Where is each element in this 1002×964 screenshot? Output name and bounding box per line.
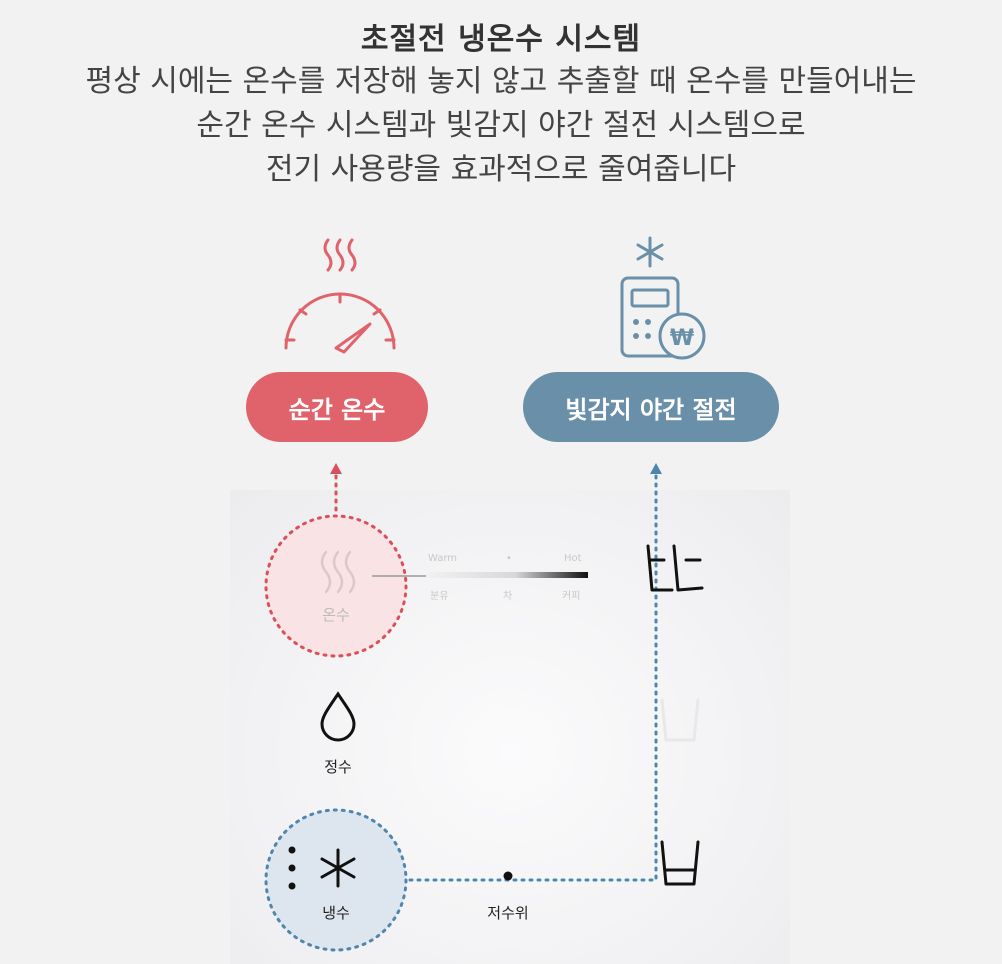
temp-formula-label: 분유 bbox=[430, 591, 449, 602]
electric-meter-icon bbox=[620, 276, 706, 360]
temp-mid-label: • bbox=[506, 553, 512, 564]
instant-hot-badge: 순간 온수 bbox=[246, 372, 428, 442]
water-level-label: 저수위 bbox=[487, 904, 529, 922]
cold-water-label: 냉수 bbox=[322, 904, 350, 922]
cold-water-button[interactable] bbox=[264, 808, 408, 952]
cold-indicator-dots bbox=[288, 846, 296, 890]
water-level-dot bbox=[503, 871, 513, 881]
temperature-slider[interactable] bbox=[426, 572, 588, 578]
snowflake-icon bbox=[320, 848, 356, 888]
full-cup-icon bbox=[646, 544, 704, 592]
cold-arrow bbox=[650, 463, 662, 474]
description-line: 전기 사용량을 효과적으로 줄여줍니다 bbox=[265, 152, 737, 187]
temp-tea-label: 차 bbox=[503, 591, 513, 602]
cold-connector bbox=[408, 474, 658, 882]
won-symbol: ₩ bbox=[670, 326, 694, 351]
night-saving-badge: 빛감지 야간 절전 bbox=[523, 372, 779, 442]
hot-water-label: 온수 bbox=[322, 606, 350, 624]
temp-coffee-label: 커피 bbox=[562, 591, 581, 602]
description-line: 순간 온수 시스템과 빛감지 야간 절전 시스템으로 bbox=[196, 108, 806, 143]
snowflake-icon bbox=[636, 236, 664, 268]
purified-water-label: 정수 bbox=[324, 758, 352, 776]
temp-warm-label: Warm bbox=[428, 553, 458, 564]
hot-water-button[interactable] bbox=[264, 514, 408, 658]
description: 평상 시에는 온수를 저장해 놓지 않고 추출할 때 온수를 만들어내는 순간 … bbox=[0, 60, 1002, 192]
page-title: 초절전 냉온수 시스템 bbox=[360, 22, 642, 57]
description-line: 평상 시에는 온수를 저장해 놓지 않고 추출할 때 온수를 만들어내는 bbox=[85, 64, 917, 99]
heat-icon bbox=[323, 238, 357, 272]
half-cup-icon bbox=[660, 698, 700, 742]
hot-water-icon bbox=[320, 550, 356, 594]
temp-hot-label: Hot bbox=[564, 553, 582, 564]
low-cup-icon bbox=[660, 840, 700, 886]
gauge-icon bbox=[284, 292, 396, 354]
hot-arrow bbox=[330, 463, 342, 474]
water-drop-icon bbox=[320, 691, 356, 742]
